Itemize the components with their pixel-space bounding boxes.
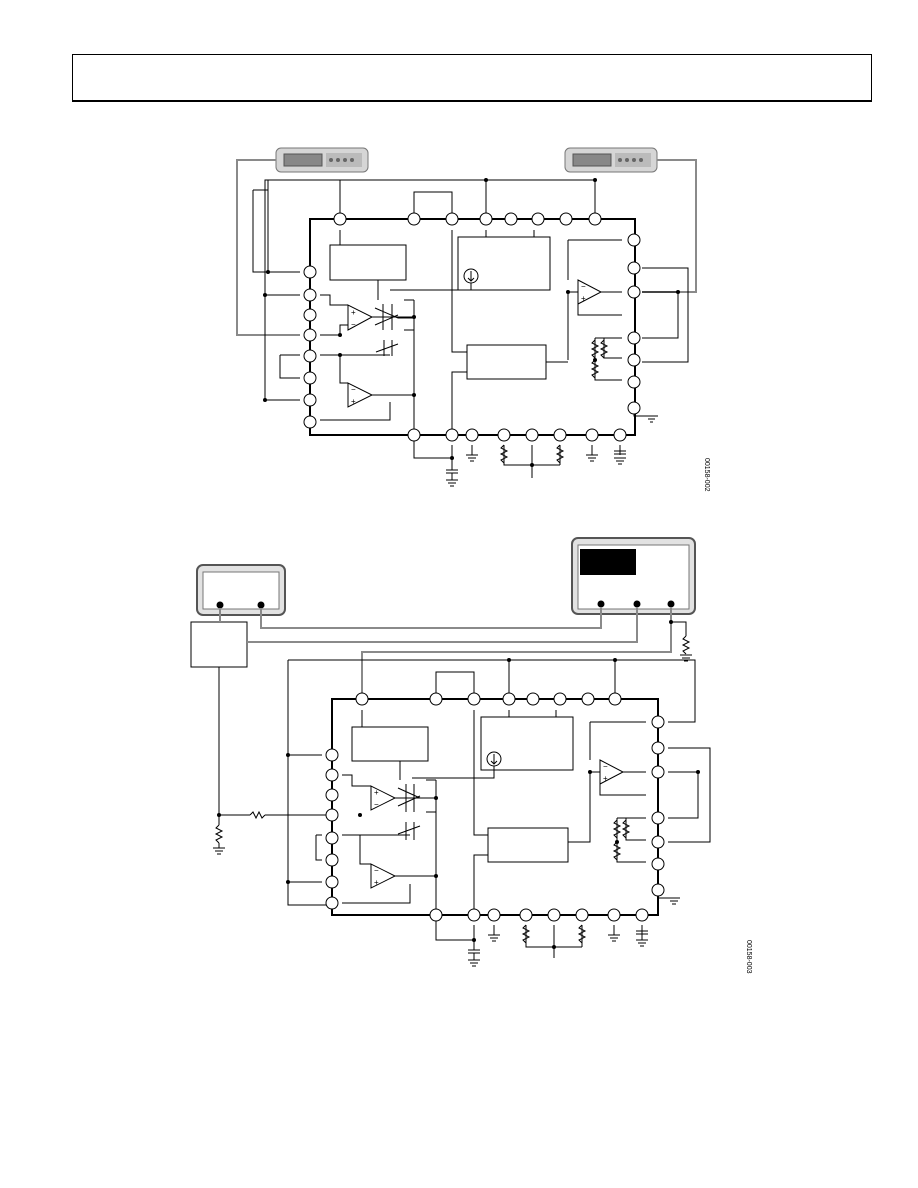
capacitor-icon [446,469,458,480]
resistor-icon [599,339,609,359]
resistor-icon [621,819,631,839]
ground-icon [645,415,658,423]
internal-block [480,716,574,771]
svg-text:−: − [581,282,586,291]
svg-text:+: + [351,308,356,317]
ground-icon [213,843,225,855]
op-amp-icon: +− [370,785,397,811]
svg-text:+: + [581,294,586,303]
svg-text:+: + [603,774,608,783]
internal-block [329,244,407,281]
svg-text:+: + [374,788,379,797]
current-source-icon [486,751,502,767]
capacitor-icon [614,450,626,455]
generator-cable [236,159,300,336]
ground-icon [636,934,648,947]
signal-generator-icon [564,147,658,173]
op-amp-icon: −+ [347,382,374,408]
svg-text:+: + [351,397,356,406]
capacitor-icon [468,949,480,960]
resistor-icon [521,924,531,944]
chip-pin [303,212,641,442]
chip-pin [325,692,665,922]
page-header [72,54,872,102]
svg-text:−: − [351,320,356,329]
resistor-icon [214,824,224,844]
ground-icon [488,934,500,942]
resistor-icon [499,444,509,464]
op-amp-icon: +− [347,304,374,331]
resistor-icon [590,359,600,379]
svg-text:−: − [374,866,379,875]
ground-icon [466,454,478,462]
ground-icon [446,479,458,487]
resistor-icon [590,339,600,359]
svg-text:−: − [374,800,379,809]
ground-icon [468,959,480,967]
resistor-icon [612,841,622,861]
ground-icon [668,897,680,905]
resistor-icon [612,819,622,839]
analyzer-cable [260,608,602,629]
ground-icon [614,457,626,465]
analyzer-cable [247,608,638,643]
analyzer-icon [571,537,696,615]
figure-id-label: 00158-003 [745,940,752,974]
internal-block [487,827,569,863]
analyzer-icon [196,564,286,616]
ground-icon [680,654,692,662]
svg-text:+: + [374,878,379,887]
internal-block [457,236,551,291]
junction-dot [263,178,680,467]
ground-icon [586,454,598,462]
op-amp-icon: −+ [599,759,625,785]
svg-text:−: − [603,762,608,771]
external-block [190,621,248,668]
resistor-icon [577,924,587,944]
ground-icon [608,934,620,942]
svg-text:−: − [351,385,356,394]
op-amp-icon: −+ [370,863,397,889]
resistor-icon [249,810,266,820]
junction-dot [217,620,700,949]
internal-block [351,726,429,762]
resistor-icon [681,635,691,655]
signal-generator-icon [275,147,369,173]
resistor-icon [555,444,565,464]
analyzer-cable [361,608,672,698]
